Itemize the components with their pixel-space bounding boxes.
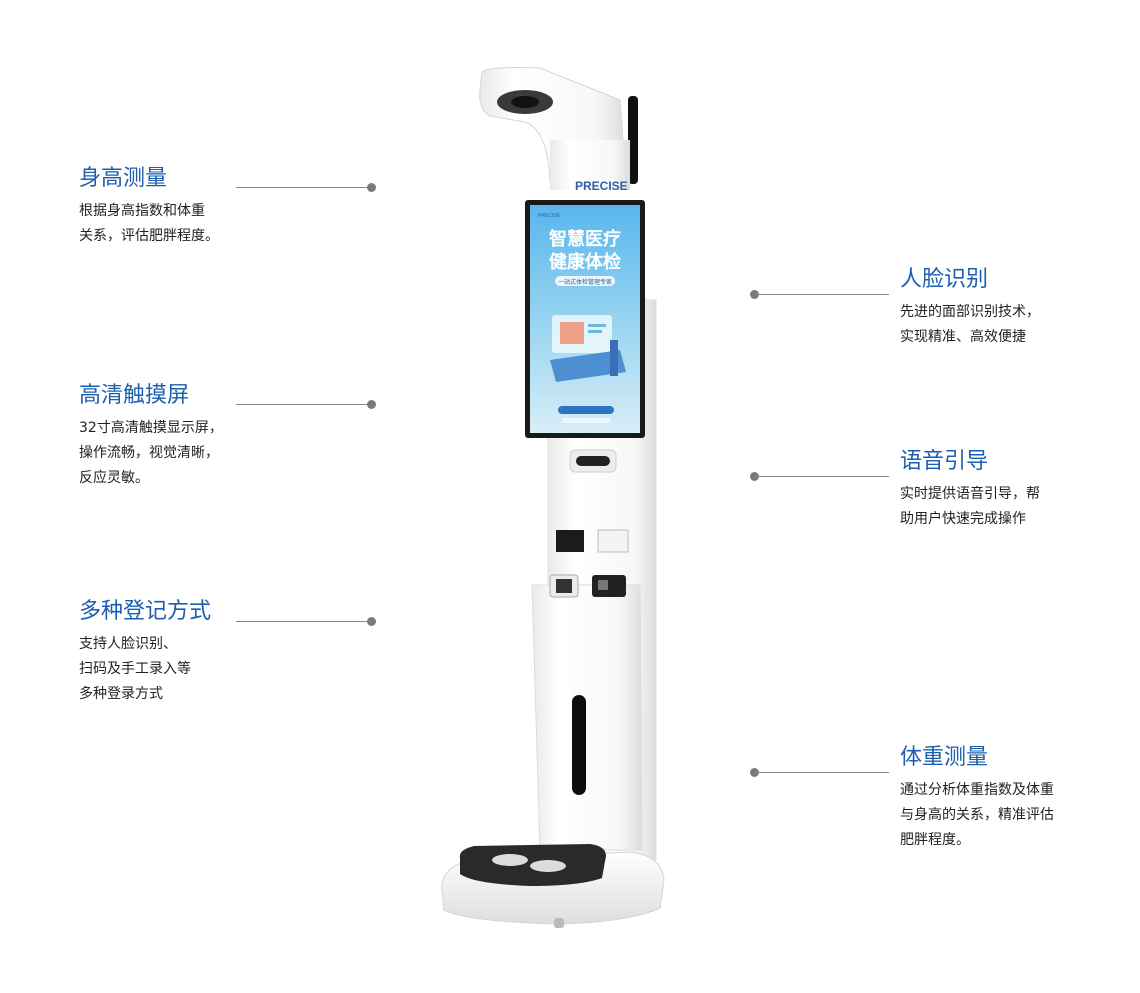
feature-touchscreen: 高清触摸屏 32寸高清触摸显示屏， 操作流畅，视觉清晰， 反应灵敏。 <box>79 382 223 491</box>
feature-title: 多种登记方式 <box>79 599 212 624</box>
screen-title-2: 健康体检 <box>549 251 621 273</box>
printer-slot <box>597 529 629 553</box>
feature-weight: 体重测量 通过分析体重指数及体重 与身高的关系，精准评估 肥胖程度。 <box>900 744 1054 853</box>
screen-title-1: 智慧医疗 <box>549 228 621 250</box>
touchscreen: PRECISE 智慧医疗 健康体检 一站式体检管理专家 <box>525 200 645 438</box>
feature-desc: 实时提供语音引导，帮 助用户快速完成操作 <box>900 482 1040 532</box>
connector-line <box>755 294 889 295</box>
desc-line: 反应灵敏。 <box>79 470 149 486</box>
screen-brand: PRECISE <box>538 213 561 219</box>
desc-line: 操作流畅，视觉清晰， <box>79 445 219 461</box>
desc-line: 32寸高清触摸显示屏， <box>79 420 223 436</box>
desc-line: 扫码及手工录入等 <box>79 661 191 677</box>
connector-line <box>755 476 889 477</box>
screen-subtitle: 一站式体检管理专家 <box>558 278 612 286</box>
connector-dot <box>367 400 376 409</box>
feature-registration: 多种登记方式 支持人脸识别、 扫码及手工录入等 多种登录方式 <box>79 598 211 707</box>
kiosk-column <box>531 584 643 851</box>
feature-desc: 通过分析体重指数及体重 与身高的关系，精准评估 肥胖程度。 <box>900 778 1054 853</box>
id-reader <box>592 575 626 597</box>
connector-dot <box>367 617 376 626</box>
scanner-window <box>556 530 584 552</box>
feature-height: 身高测量 根据身高指数和体重 关系，评估肥胖程度。 <box>79 165 219 249</box>
connector-line <box>236 187 370 188</box>
height-sensor-arm <box>479 67 638 190</box>
connector-dot <box>750 472 759 481</box>
connector-dot <box>367 183 376 192</box>
feature-title: 身高测量 <box>79 166 168 191</box>
feature-title: 语音引导 <box>900 449 989 474</box>
desc-line: 实时提供语音引导，帮 <box>900 486 1040 502</box>
feature-title: 高清触摸屏 <box>79 383 190 408</box>
desc-line: 关系，评估肥胖程度。 <box>79 228 219 244</box>
feature-voice-guide: 语音引导 实时提供语音引导，帮 助用户快速完成操作 <box>900 448 1040 532</box>
connector-line <box>236 621 370 622</box>
feature-desc: 支持人脸识别、 扫码及手工录入等 多种登录方式 <box>79 632 211 707</box>
speaker-grill <box>576 456 610 466</box>
feature-desc: 先进的面部识别技术， 实现精准、高效便捷 <box>900 300 1040 350</box>
desc-line: 与身高的关系，精准评估 <box>900 807 1054 823</box>
connector-line <box>236 404 370 405</box>
desc-line: 实现精准、高效便捷 <box>900 329 1026 345</box>
connector-dot <box>750 768 759 777</box>
feature-desc: 根据身高指数和体重 关系，评估肥胖程度。 <box>79 199 219 249</box>
status-light-strip <box>572 695 586 795</box>
desc-line: 先进的面部识别技术， <box>900 304 1040 320</box>
feature-face-recognition: 人脸识别 先进的面部识别技术， 实现精准、高效便捷 <box>900 266 1040 350</box>
feature-title: 体重测量 <box>900 745 989 770</box>
feature-title: 人脸识别 <box>900 267 989 292</box>
desc-line: 通过分析体重指数及体重 <box>900 782 1054 798</box>
kiosk-brand-logo: PRECISE <box>575 179 628 193</box>
desc-line: 支持人脸识别、 <box>79 636 177 652</box>
connector-line <box>755 772 889 773</box>
health-kiosk-illustration: PRECISE PRECISE 智慧医疗 健康体检 一站式体检管理专家 <box>441 67 665 928</box>
desc-line: 多种登录方式 <box>79 686 163 702</box>
feature-desc: 32寸高清触摸显示屏， 操作流畅，视觉清晰， 反应灵敏。 <box>79 416 223 491</box>
desc-line: 肥胖程度。 <box>900 832 970 848</box>
desc-line: 根据身高指数和体重 <box>79 203 205 219</box>
connector-dot <box>750 290 759 299</box>
weighing-platform <box>441 844 665 928</box>
desc-line: 助用户快速完成操作 <box>900 511 1026 527</box>
